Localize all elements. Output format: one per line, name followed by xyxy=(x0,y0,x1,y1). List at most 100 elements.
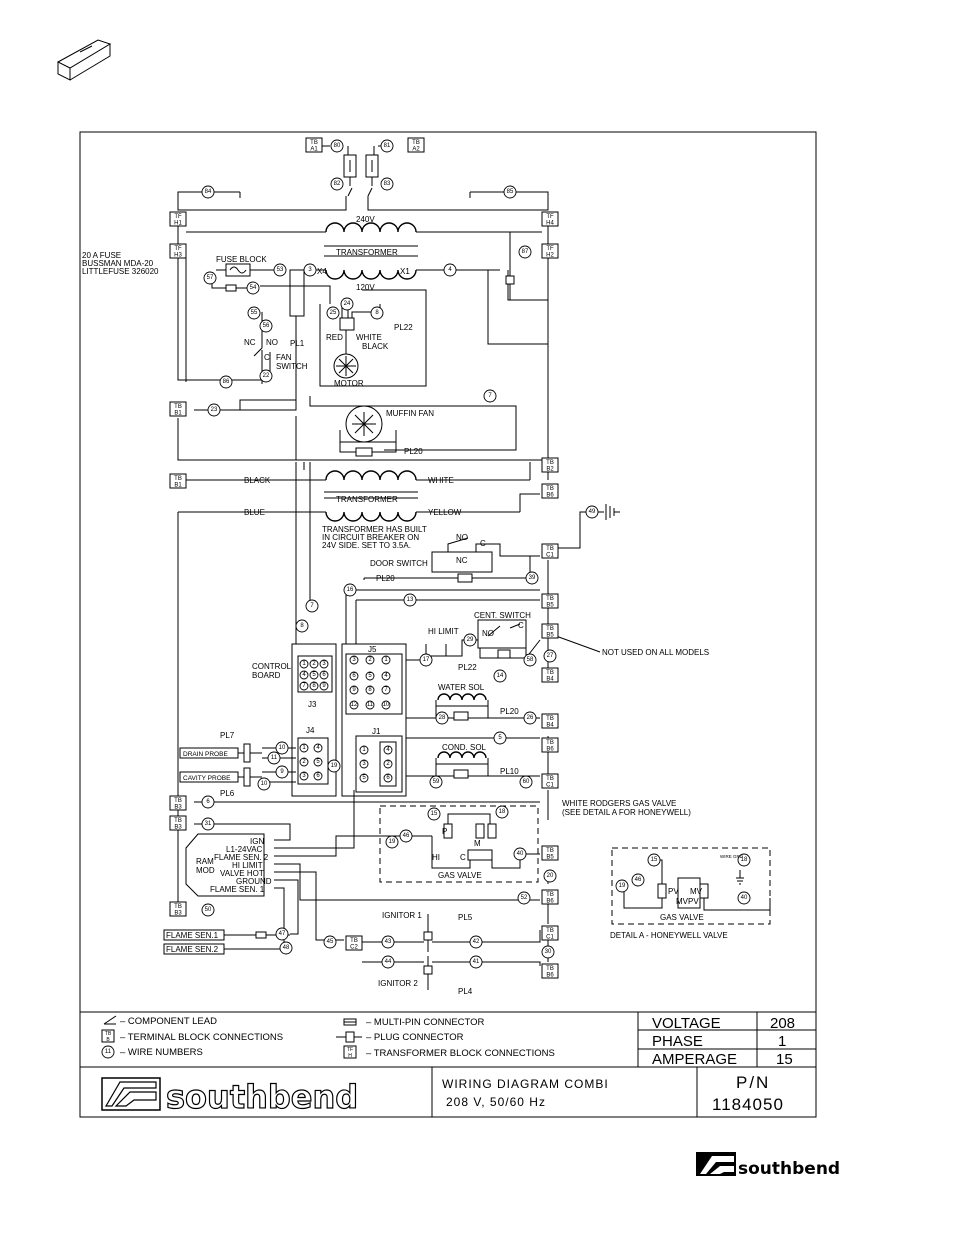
terminal-block-id: C2 xyxy=(350,945,358,951)
svg-text:43: 43 xyxy=(385,939,392,945)
fan-switch-label-1: FAN xyxy=(276,353,292,362)
svg-text:7: 7 xyxy=(302,683,306,689)
diagram-labels: 20 A FUSE BUSSMAN MDA-20 LITTLEFUSE 3260… xyxy=(82,215,744,996)
flame-sen1-label: FLAME SEN. 1 xyxy=(210,885,265,894)
wire-8a: 8 xyxy=(370,306,384,320)
tx-note-2: IN CIRCUIT BREAKER ON xyxy=(322,533,419,542)
j1-label: J1 xyxy=(372,727,381,736)
wire-22: 22 xyxy=(259,369,273,383)
svg-text:6: 6 xyxy=(206,799,210,805)
gas-valve-outline xyxy=(379,805,539,883)
svg-text:7: 7 xyxy=(488,393,492,399)
muffin-fan-label: MUFFIN FAN xyxy=(386,409,434,418)
legend-component-lead: – COMPONENT LEAD xyxy=(120,1016,217,1027)
wire-83: 83 xyxy=(380,177,394,191)
svg-text:19: 19 xyxy=(331,763,338,769)
svg-text:3: 3 xyxy=(308,267,312,273)
water-sol-label: WATER SOL xyxy=(438,683,485,692)
svg-text:6: 6 xyxy=(316,773,320,779)
svg-text:11: 11 xyxy=(271,755,278,761)
wire-86: 86 xyxy=(219,375,233,389)
svg-text:44: 44 xyxy=(385,959,392,965)
terminal-block-type: TB xyxy=(546,486,554,492)
tx-note-3: 24V SIDE. SET TO 3.5A. xyxy=(322,541,411,550)
fuse-block-label: FUSE BLOCK xyxy=(216,255,267,264)
svg-text:5: 5 xyxy=(316,759,320,765)
wire-3: 3 xyxy=(303,263,317,277)
honeywell-valve xyxy=(623,859,771,911)
ignitor2-label: IGNITOR 2 xyxy=(378,979,418,988)
svg-text:41: 41 xyxy=(473,959,480,965)
svg-text:31: 31 xyxy=(205,821,212,827)
ignitor1-label: IGNITOR 1 xyxy=(382,911,422,920)
ram-module xyxy=(185,833,265,897)
wire-42: 42 xyxy=(469,935,483,949)
terminal-block-type: TB xyxy=(546,670,554,676)
svg-text:TF: TF xyxy=(347,1047,353,1053)
pl20-b-label: PL20 xyxy=(376,574,395,583)
svg-text:39: 39 xyxy=(529,575,536,581)
transformer-mid-label: TRANSFORMER xyxy=(336,495,398,504)
southbend-logo-small: southbend xyxy=(696,1152,840,1179)
svg-text:9: 9 xyxy=(352,687,356,693)
pl1-connector xyxy=(289,269,305,317)
valve-hot-label: VALVE HOT xyxy=(220,869,264,878)
svg-text:24: 24 xyxy=(344,301,351,307)
cond-sol-label: COND. SOL xyxy=(442,743,487,752)
not-used-label: NOT USED ON ALL MODELS xyxy=(602,648,709,657)
wire-46: 46 xyxy=(399,829,413,843)
terminal-block-type: TB xyxy=(546,892,554,898)
wire-45: 45 xyxy=(323,935,337,949)
white-rodgers-2: (SEE DETAIL A FOR HONEYWELL) xyxy=(562,808,691,817)
svg-text:84: 84 xyxy=(205,189,212,195)
voltage-label: VOLTAGE xyxy=(652,1015,721,1032)
l1-24vac-label: L1-24VAC xyxy=(226,845,263,854)
svg-text:80: 80 xyxy=(334,143,341,149)
motor-label: MOTOR xyxy=(334,379,364,388)
wire-13: 13 xyxy=(403,593,417,607)
fuse-note-2: BUSSMAN MDA-20 xyxy=(82,259,154,268)
j3-label: J3 xyxy=(308,700,317,709)
wire-4: 4 xyxy=(443,263,457,277)
wire-19b: 19 xyxy=(385,835,399,849)
fan-switch-label-2: SWITCH xyxy=(276,362,308,371)
terminal-block-type: TB xyxy=(546,626,554,632)
svg-text:5: 5 xyxy=(368,673,372,679)
transformer-240v xyxy=(186,222,542,280)
gas-valve-b-label: GAS VALVE xyxy=(660,913,704,922)
svg-text:59: 59 xyxy=(433,779,440,785)
svg-text:4: 4 xyxy=(316,745,320,751)
j4-pins: 1 4 2 5 3 6 xyxy=(299,743,323,781)
hi-limit-b-label: HI LIMIT xyxy=(232,861,263,870)
detail-a-outline xyxy=(611,847,771,925)
wire-19c: 19 xyxy=(615,879,629,893)
detail-a-label: DETAIL A - HONEYWELL VALVE xyxy=(610,931,728,940)
ground-label: GROUND xyxy=(236,877,272,886)
door-c-label: C xyxy=(480,539,486,548)
black-label: BLACK xyxy=(362,342,389,351)
svg-text:60: 60 xyxy=(523,779,530,785)
svg-text:2: 2 xyxy=(368,657,372,663)
yellow-wire-label: YELLOW xyxy=(428,508,462,517)
svg-text:H: H xyxy=(348,1053,352,1059)
terminal-block-type: TB xyxy=(546,928,554,934)
muffin-fan xyxy=(295,396,517,460)
legend-wire-numbers: – WIRE NUMBERS xyxy=(120,1047,203,1058)
door-nc-label: NC xyxy=(456,556,468,565)
v240-label: 240V xyxy=(356,215,375,224)
door-switch-label: DOOR SWITCH xyxy=(370,559,428,568)
svg-text:16: 16 xyxy=(347,587,354,593)
svg-text:6: 6 xyxy=(386,775,390,781)
svg-text:30: 30 xyxy=(545,949,552,955)
terminal-block-type: TF xyxy=(174,246,182,252)
svg-text:5: 5 xyxy=(312,672,316,678)
wire-20: 20 xyxy=(543,869,557,883)
svg-text:55: 55 xyxy=(251,310,258,316)
